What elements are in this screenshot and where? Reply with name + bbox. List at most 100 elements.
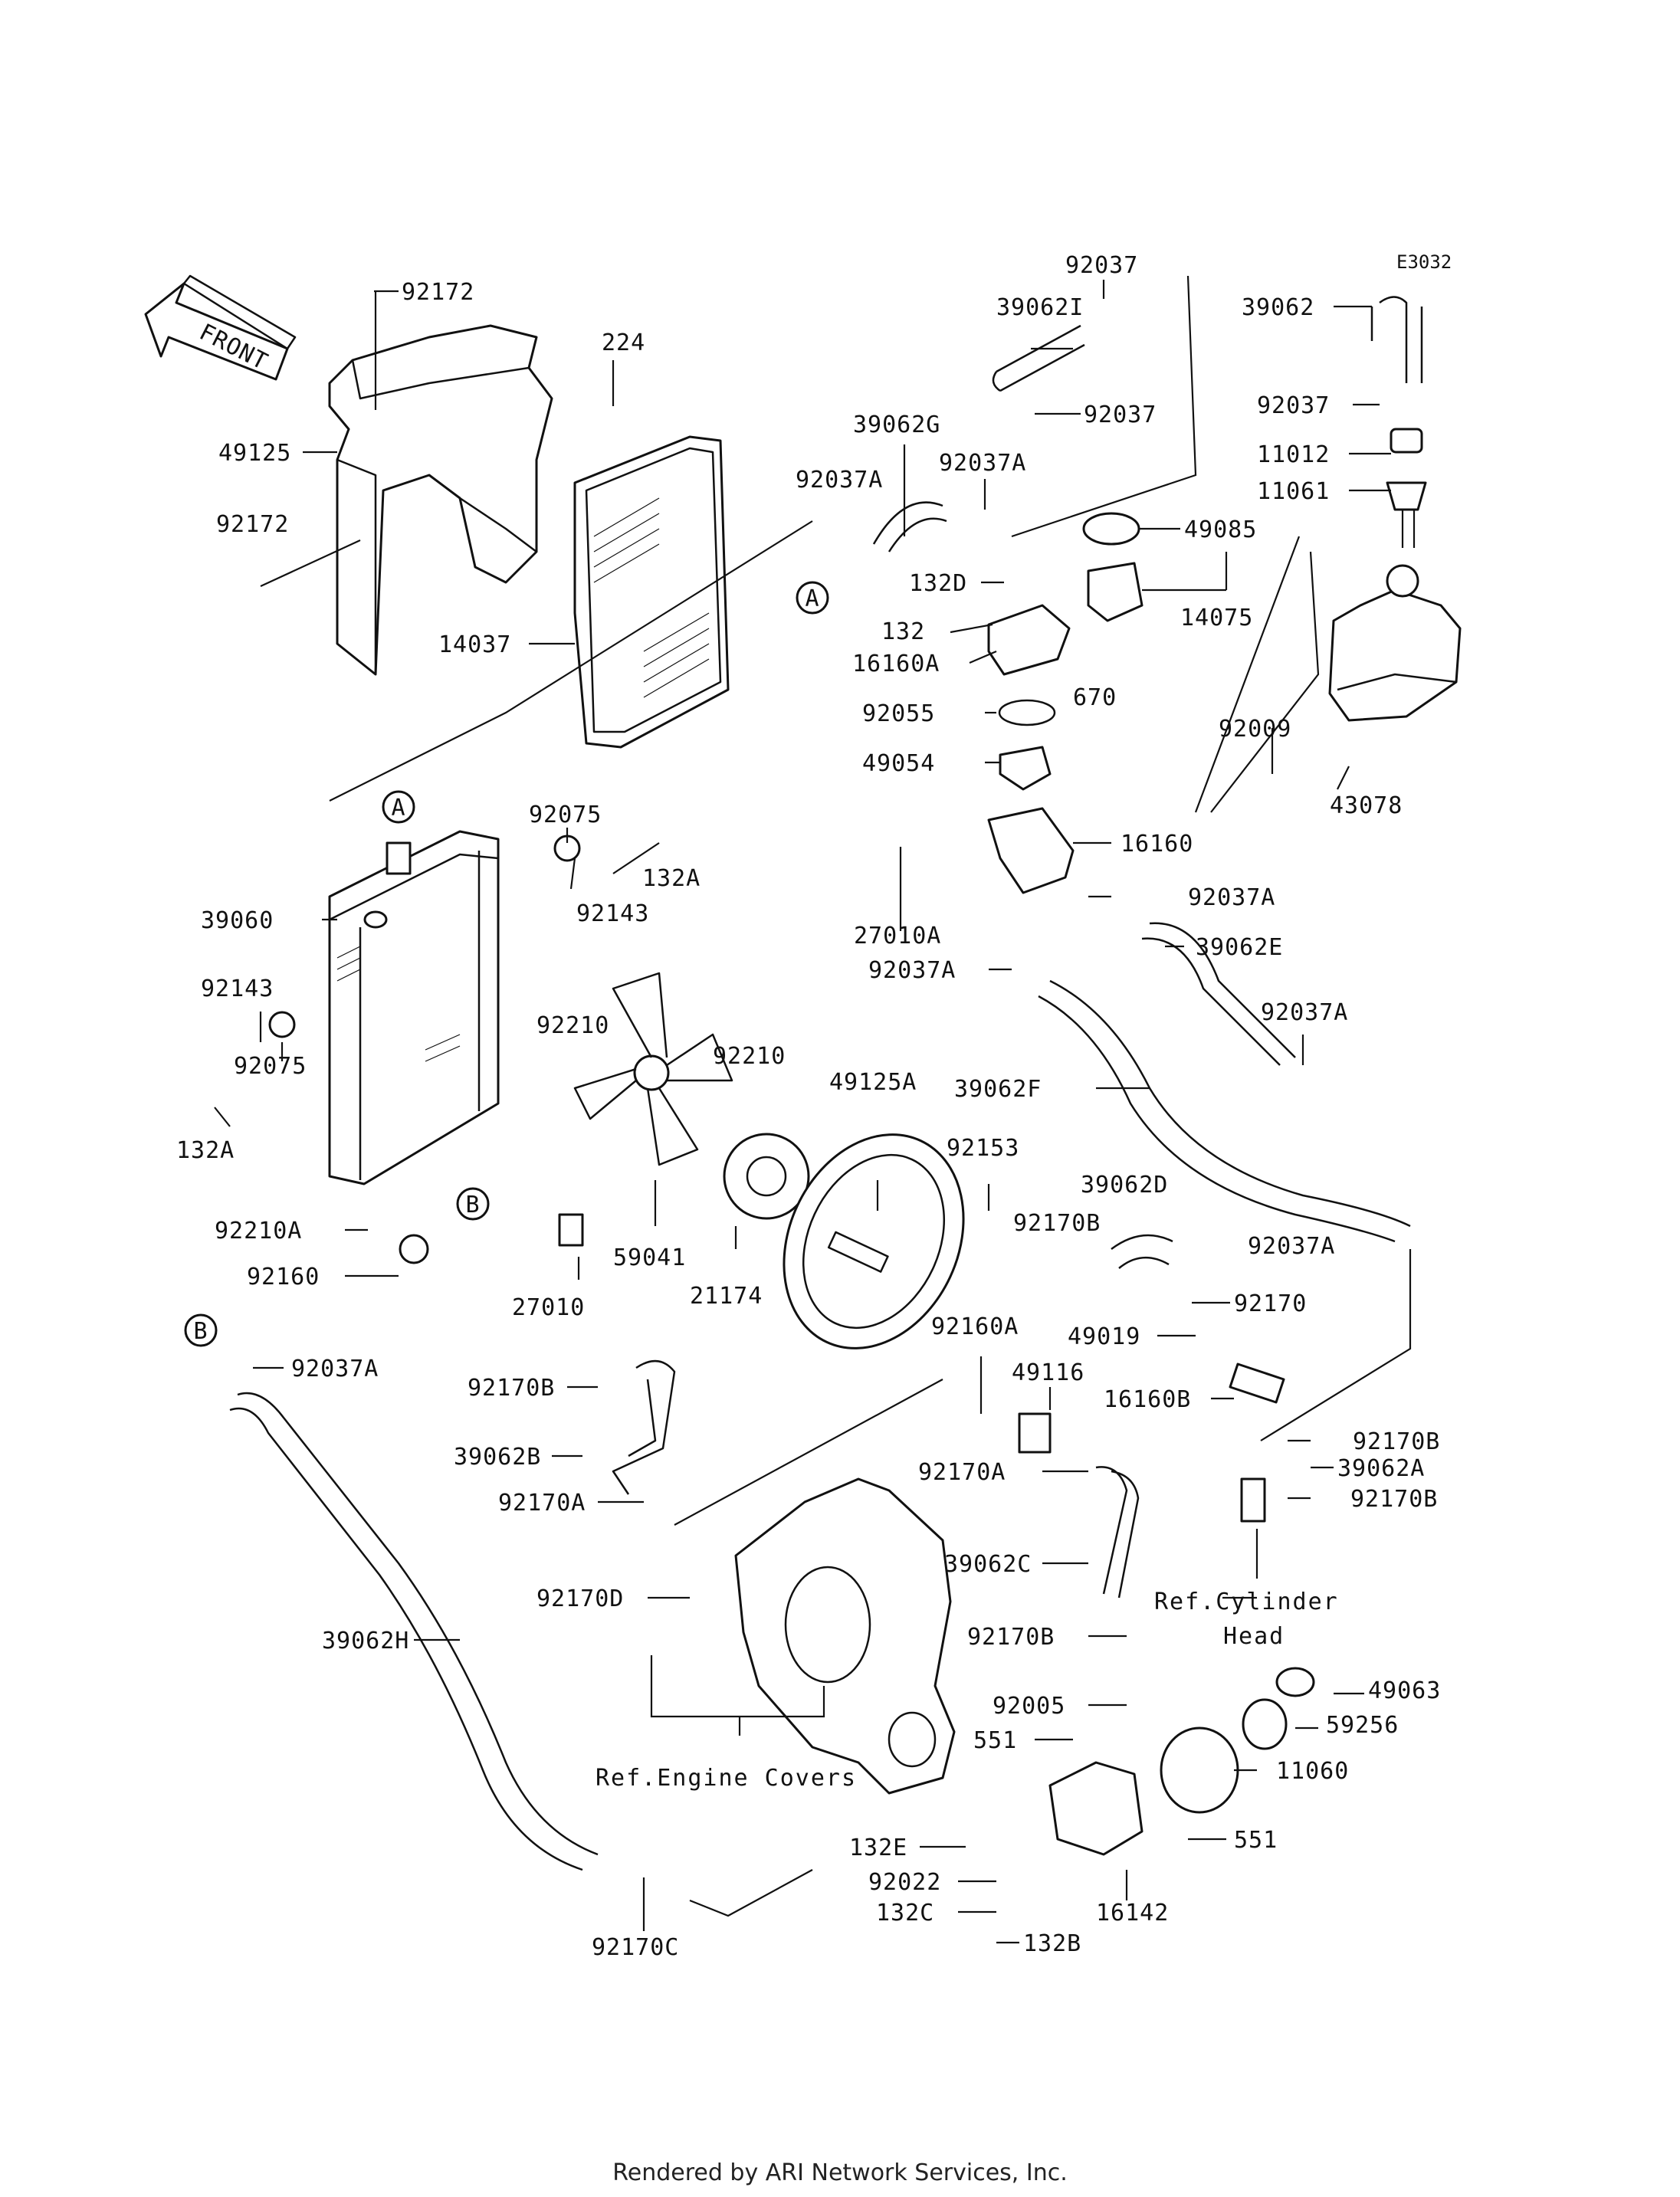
part-label: 39062F (954, 1076, 1042, 1103)
shroud-cover-part (328, 291, 553, 676)
part-label: 43078 (1330, 792, 1403, 819)
svg-text:A: A (391, 795, 405, 821)
hose-39062F (1038, 979, 1411, 1243)
part-label: 92037A (939, 450, 1026, 477)
part-label: 49085 (1184, 516, 1257, 543)
callout-a-top: A (796, 581, 829, 615)
part-label: 16160B (1104, 1386, 1191, 1413)
part-label: 39062G (853, 412, 940, 438)
part-label: 49054 (862, 750, 935, 777)
part-label: 49019 (1068, 1323, 1140, 1350)
part-label: 14075 (1180, 605, 1253, 631)
part-label: 551 (973, 1727, 1017, 1754)
footer-credit: Rendered by ARI Network Services, Inc. (612, 2159, 1068, 2186)
part-label: 59041 (613, 1244, 686, 1271)
o-ring-part (998, 699, 1056, 726)
part-label: 39062H (322, 1628, 409, 1654)
hose-39062C (1095, 1466, 1140, 1599)
part-label: 92037A (796, 467, 883, 494)
tee-fitting-part (1240, 1477, 1266, 1523)
hose-39062G (872, 501, 943, 545)
filler-neck-part (1087, 562, 1144, 622)
thermostat-part (999, 746, 1052, 791)
part-label: 670 (1073, 684, 1117, 711)
fan-motor-part (723, 1133, 810, 1220)
part-label: 92170B (967, 1624, 1055, 1651)
callout-b-hose: B (184, 1313, 218, 1347)
ref-cylinder-head-line1: Ref.Cylinder (1154, 1589, 1339, 1615)
part-label: 39060 (201, 907, 274, 934)
hose-39062I (992, 324, 1085, 392)
fan-shroud-part (783, 1133, 965, 1349)
part-label: 59256 (1326, 1712, 1399, 1739)
part-label: 16142 (1096, 1900, 1169, 1926)
part-label: 16160 (1121, 831, 1193, 857)
part-label: 11012 (1257, 441, 1330, 468)
part-label: 92009 (1219, 716, 1291, 743)
part-label: 92143 (201, 976, 274, 1002)
part-label: 224 (602, 330, 645, 356)
part-label: 92075 (529, 802, 602, 828)
part-label: 92037 (1257, 392, 1330, 419)
part-label: 92037A (1188, 884, 1275, 911)
part-label: 49125 (218, 440, 291, 467)
hose-39062 (1370, 296, 1423, 383)
hose-39062B (612, 1360, 676, 1495)
ref-cylinder-head-line2: Head (1223, 1623, 1285, 1650)
radiator-cap-part (1082, 512, 1140, 546)
part-label: 92170D (536, 1585, 624, 1612)
part-label: 49116 (1012, 1359, 1084, 1386)
part-label: 92037A (1248, 1233, 1335, 1260)
thermostat-housing-part (987, 807, 1075, 894)
part-label: 92022 (868, 1869, 941, 1896)
part-label: 92172 (216, 511, 289, 538)
part-label: 92170 (1234, 1290, 1307, 1317)
part-label: 39062E (1196, 934, 1283, 961)
part-label: 132D (909, 570, 967, 597)
part-label: 92055 (862, 700, 935, 727)
part-label: 132B (1023, 1930, 1081, 1957)
part-label: 132A (176, 1137, 235, 1164)
part-label: 92160 (247, 1264, 320, 1290)
part-label: 92170A (918, 1459, 1006, 1486)
hose-39062H (229, 1392, 599, 1871)
part-label: 92037A (1261, 999, 1348, 1026)
part-label: 39062B (454, 1444, 541, 1471)
part-label: 92143 (576, 900, 649, 927)
part-label: 27010 (512, 1294, 585, 1321)
part-label: 92170C (592, 1934, 679, 1961)
part-label: 92160A (931, 1313, 1019, 1340)
part-label: 39062I (996, 294, 1084, 321)
part-label: 92210 (713, 1043, 786, 1070)
part-label: 11060 (1276, 1758, 1349, 1785)
part-label: 132A (642, 865, 701, 892)
part-labels: 92172 49125 92172 224 14037 92037 39062I… (176, 252, 1440, 1961)
part-label: 39062 (1242, 294, 1314, 321)
hose-39062D (1111, 1234, 1173, 1269)
fan-blade-part (573, 972, 733, 1166)
svg-text:A: A (805, 585, 819, 612)
part-label: 92170B (1013, 1210, 1101, 1237)
ref-engine-covers: Ref.Engine Covers (596, 1765, 857, 1792)
damper-part (268, 1011, 296, 1038)
part-label: 39062D (1081, 1172, 1168, 1199)
part-label: 92170B (1353, 1428, 1440, 1455)
reservoir-neck-part (1386, 481, 1427, 511)
thermostat-cover-part (987, 604, 1071, 676)
part-label: 39062C (944, 1551, 1032, 1578)
part-label: 92170B (468, 1375, 555, 1402)
part-label: 92037A (868, 957, 956, 984)
part-label: 14037 (438, 631, 511, 658)
part-label: 92005 (993, 1693, 1065, 1720)
impeller-part (1242, 1698, 1288, 1750)
part-label: 16160A (852, 651, 940, 677)
radiator-screen-part (573, 435, 730, 749)
engine-cover-part (734, 1477, 956, 1795)
grommet-part (399, 1234, 429, 1264)
part-label: 11061 (1257, 478, 1330, 505)
part-label: 92153 (947, 1135, 1019, 1162)
seal-part (1275, 1667, 1315, 1697)
part-label: 132 (881, 618, 925, 645)
part-label: 92210A (215, 1218, 302, 1244)
valve-part (1229, 1362, 1285, 1404)
